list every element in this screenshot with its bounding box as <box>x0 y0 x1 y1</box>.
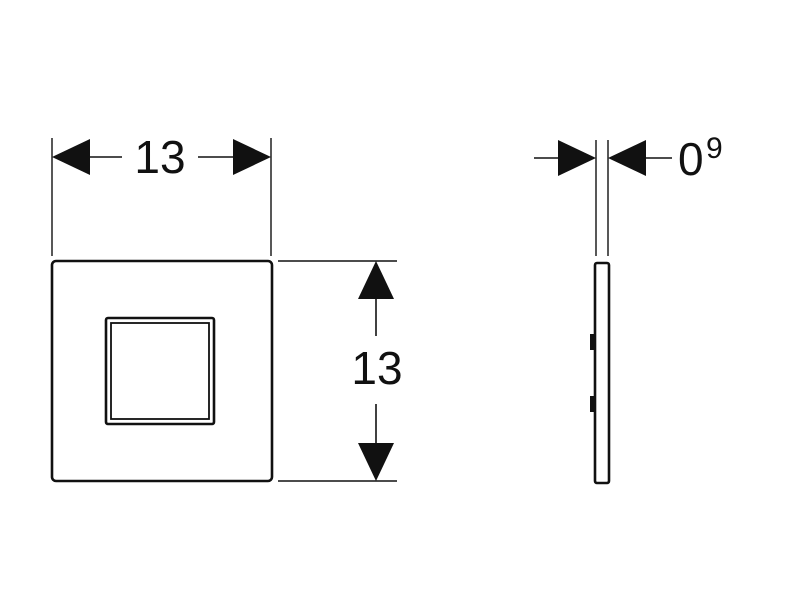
thickness-label: 0 <box>678 133 704 185</box>
thickness-superscript: 9 <box>706 132 723 165</box>
flush-button-outer-outline <box>104 316 216 426</box>
width-arrow-left-icon <box>52 139 90 175</box>
height-arrow-up-icon <box>358 261 394 299</box>
front-plate-outline <box>50 259 274 483</box>
width-dimension: 13 <box>51 131 272 256</box>
mounting-clip-lower <box>590 396 595 412</box>
front-view <box>50 259 274 483</box>
thickness-arrow-left-icon <box>608 140 646 176</box>
thickness-arrow-right-icon <box>558 140 596 176</box>
mounting-clip-upper <box>590 334 595 350</box>
width-arrow-right-icon <box>233 139 271 175</box>
height-arrow-down-icon <box>358 443 394 481</box>
height-dimension: 13 <box>278 260 403 482</box>
height-label: 13 <box>351 342 402 394</box>
flush-button-inner-outline <box>110 322 210 420</box>
side-view <box>590 261 611 485</box>
thickness-dimension: 0 9 <box>534 132 723 256</box>
side-plate-outline <box>593 261 611 485</box>
width-label: 13 <box>134 131 185 183</box>
